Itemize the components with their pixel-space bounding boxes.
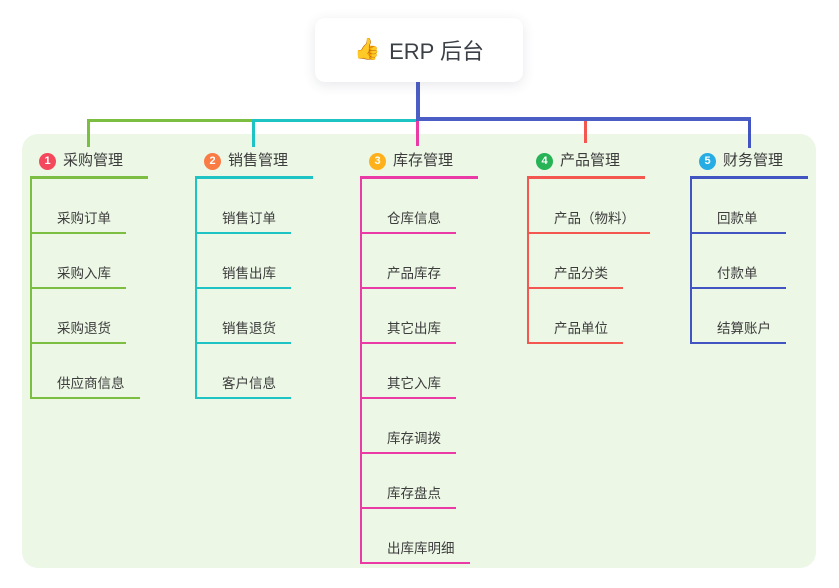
branch-purchase: 1 采购管理 采购订单 采购入库 采购退货 供应商信息 [30,150,148,399]
branch-inventory-label: 库存管理 [393,152,454,169]
connector-drop-sales [252,119,255,147]
topic-product-stock[interactable]: 产品库存 [360,234,456,289]
topic-purchase-inbound[interactable]: 采购入库 [30,234,126,289]
root-topic[interactable]: 👍 ERP 后台 [315,18,523,82]
topic-stock-transfer[interactable]: 库存调拨 [360,399,456,454]
branch-sales: 2 销售管理 销售订单 销售出库 销售退货 客户信息 [195,150,313,399]
priority-badge-5: 5 [699,152,716,170]
topic-other-outbound[interactable]: 其它出库 [360,289,456,344]
connector-bus-indigo [416,117,751,121]
connector-bus-green [87,119,255,122]
connector-drop-inventory [416,121,419,146]
priority-badge-4: 4 [536,152,553,170]
branch-product: 4 产品管理 产品（物料） 产品分类 产品单位 [527,150,650,344]
topic-stock-taking[interactable]: 库存盘点 [360,454,456,509]
topic-sales-return[interactable]: 销售退货 [195,289,291,344]
connector-drop-purchase [87,119,90,147]
branch-product-header[interactable]: 4 产品管理 [527,150,645,179]
branch-purchase-label: 采购管理 [63,152,124,169]
background-panel [22,134,816,568]
branch-product-label: 产品管理 [560,152,621,169]
branch-sales-header[interactable]: 2 销售管理 [195,150,313,179]
thumbs-up-icon: 👍 [353,38,381,61]
branch-finance-header[interactable]: 5 财务管理 [690,150,808,179]
topic-receipt-bill[interactable]: 回款单 [690,179,786,234]
branch-purchase-header[interactable]: 1 采购管理 [30,150,148,179]
branch-sales-label: 销售管理 [228,152,289,169]
topic-sales-outbound[interactable]: 销售出库 [195,234,291,289]
root-topic-label: ERP 后台 [389,39,485,64]
branch-inventory-header[interactable]: 3 库存管理 [360,150,478,179]
topic-outbound-detail[interactable]: 出库库明细 [360,509,470,564]
topic-other-inbound[interactable]: 其它入库 [360,344,456,399]
topic-product-material[interactable]: 产品（物料） [527,179,650,234]
connector-bus-teal [252,119,418,122]
topic-customer-info[interactable]: 客户信息 [195,344,291,399]
topic-purchase-return[interactable]: 采购退货 [30,289,126,344]
topic-purchase-order[interactable]: 采购订单 [30,179,126,234]
priority-badge-2: 2 [204,152,221,170]
topic-settlement-account[interactable]: 结算账户 [690,289,786,344]
connector-center-vertical [416,80,420,121]
connector-drop-finance [748,120,751,148]
topic-warehouse-info[interactable]: 仓库信息 [360,179,456,234]
topic-sales-order[interactable]: 销售订单 [195,179,291,234]
branch-inventory: 3 库存管理 仓库信息 产品库存 其它出库 其它入库 库存调拨 库存盘点 出库库… [360,150,478,564]
branch-finance-label: 财务管理 [723,152,784,169]
connector-drop-product [584,121,587,143]
priority-badge-1: 1 [39,152,56,170]
topic-product-unit[interactable]: 产品单位 [527,289,623,344]
topic-supplier-info[interactable]: 供应商信息 [30,344,140,399]
branch-finance: 5 财务管理 回款单 付款单 结算账户 [690,150,808,344]
topic-product-category[interactable]: 产品分类 [527,234,623,289]
topic-payment-bill[interactable]: 付款单 [690,234,786,289]
priority-badge-3: 3 [369,152,386,170]
